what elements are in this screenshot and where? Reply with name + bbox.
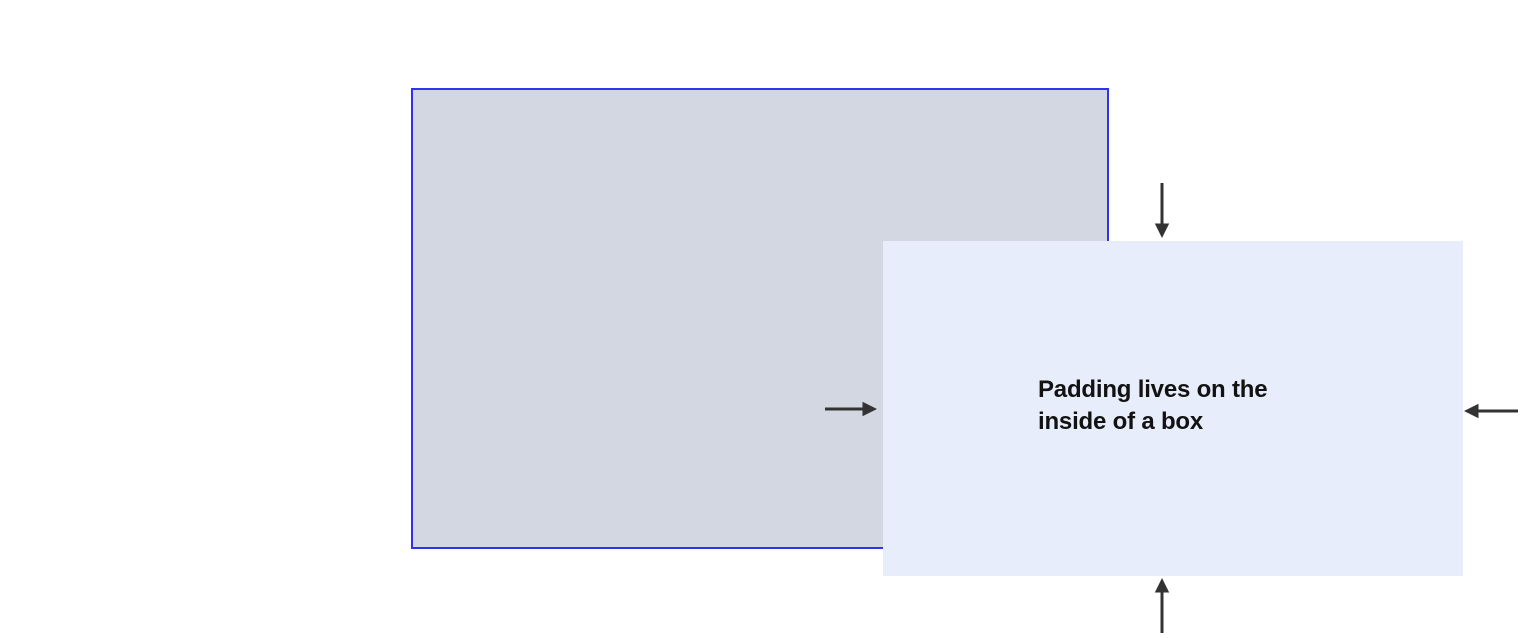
border-box: Padding lives on the inside of a box [411, 88, 1518, 633]
padding-arrow-bottom-icon [1151, 578, 1173, 633]
padding-arrow-top-icon [1151, 183, 1173, 238]
diagram-caption: Padding lives on the inside of a box [1038, 376, 1268, 435]
content-box [883, 241, 1463, 576]
padding-arrow-left-icon [825, 398, 877, 420]
padding-arrow-right-icon [1464, 400, 1518, 422]
